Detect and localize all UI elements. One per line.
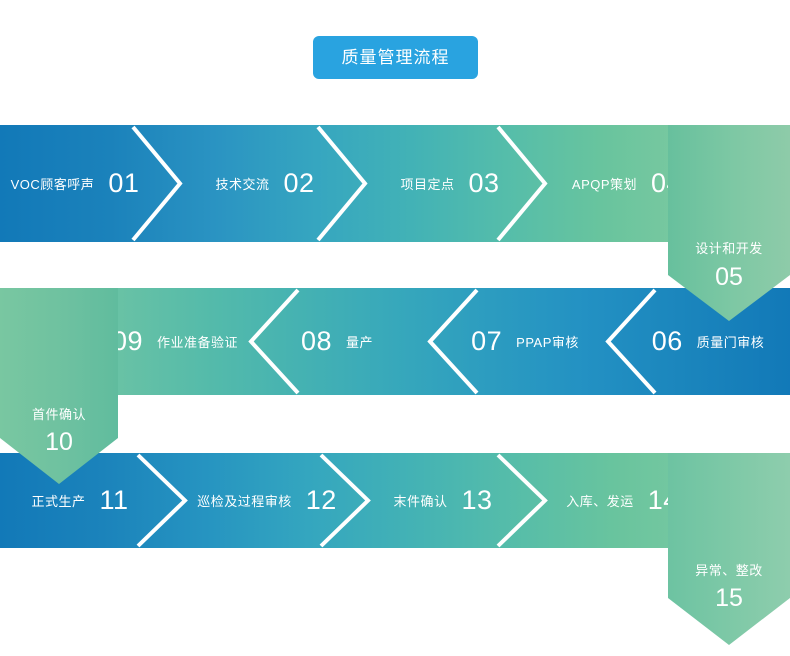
page-title: 质量管理流程 (341, 48, 450, 67)
connector-05[interactable]: 设计和开发 05 (668, 125, 790, 321)
step-12[interactable]: 巡检及过程审核 12 (182, 453, 352, 548)
step-02-number: 02 (283, 168, 315, 198)
step-06-number: 06 (651, 326, 683, 356)
connector-15-label: 异常、整改 (695, 563, 763, 578)
step-13-number: 13 (461, 485, 493, 515)
step-07-number: 07 (471, 326, 503, 356)
step-03-label: 项目定点 (400, 177, 455, 192)
step-07[interactable]: 07 PPAP审核 (450, 288, 600, 395)
step-06[interactable]: 06 质量门审核 (628, 288, 788, 395)
down-arrow-icon (668, 125, 790, 321)
step-12-label: 巡检及过程审核 (197, 494, 292, 509)
step-02-label: 技术交流 (215, 177, 270, 192)
connector-05-number: 05 (715, 263, 743, 291)
diagram-title-banner: 质量管理流程 (313, 36, 478, 79)
connector-15-number: 15 (715, 584, 743, 612)
step-12-number: 12 (305, 485, 337, 515)
step-01-number: 01 (108, 168, 140, 198)
row-3-background (0, 453, 790, 548)
step-08[interactable]: 08 量产 (272, 288, 402, 395)
step-09[interactable]: 09 作业准备验证 (100, 288, 250, 395)
step-07-label: PPAP审核 (516, 335, 579, 350)
row-2-background (0, 288, 790, 395)
step-11[interactable]: 正式生产 11 (0, 453, 160, 548)
process-row-3: 正式生产 11 巡检及过程审核 12 末件确认 13 入库、发运 (0, 453, 790, 548)
step-08-label: 量产 (346, 335, 374, 350)
step-06-label: 质量门审核 (696, 335, 765, 350)
step-13[interactable]: 末件确认 13 (368, 453, 518, 548)
step-04-label: APQP策划 (571, 177, 638, 192)
step-01[interactable]: VOC顾客呼声 01 (0, 125, 150, 242)
step-08-number: 08 (300, 326, 333, 356)
step-01-label: VOC顾客呼声 (10, 177, 95, 192)
step-14-label: 入库、发运 (566, 494, 634, 509)
step-09-label: 作业准备验证 (157, 335, 239, 350)
process-row-2: 09 作业准备验证 08 量产 07 PPAP审核 06 (0, 288, 790, 395)
connector-10-label: 首件确认 (31, 407, 86, 422)
step-02[interactable]: 技术交流 02 (190, 125, 340, 242)
step-03[interactable]: 项目定点 03 (375, 125, 525, 242)
step-14[interactable]: 入库、发运 14 (545, 453, 700, 548)
connector-10-number: 10 (45, 428, 73, 456)
down-arrow-icon (668, 453, 790, 645)
step-13-label: 末件确认 (393, 494, 448, 509)
step-03-number: 03 (468, 168, 500, 198)
step-11-number: 11 (99, 485, 129, 515)
connector-15[interactable]: 异常、整改 15 (668, 453, 790, 645)
connector-05-label: 设计和开发 (695, 241, 763, 256)
step-11-label: 正式生产 (31, 494, 86, 509)
connector-10[interactable]: 首件确认 10 (0, 288, 118, 484)
